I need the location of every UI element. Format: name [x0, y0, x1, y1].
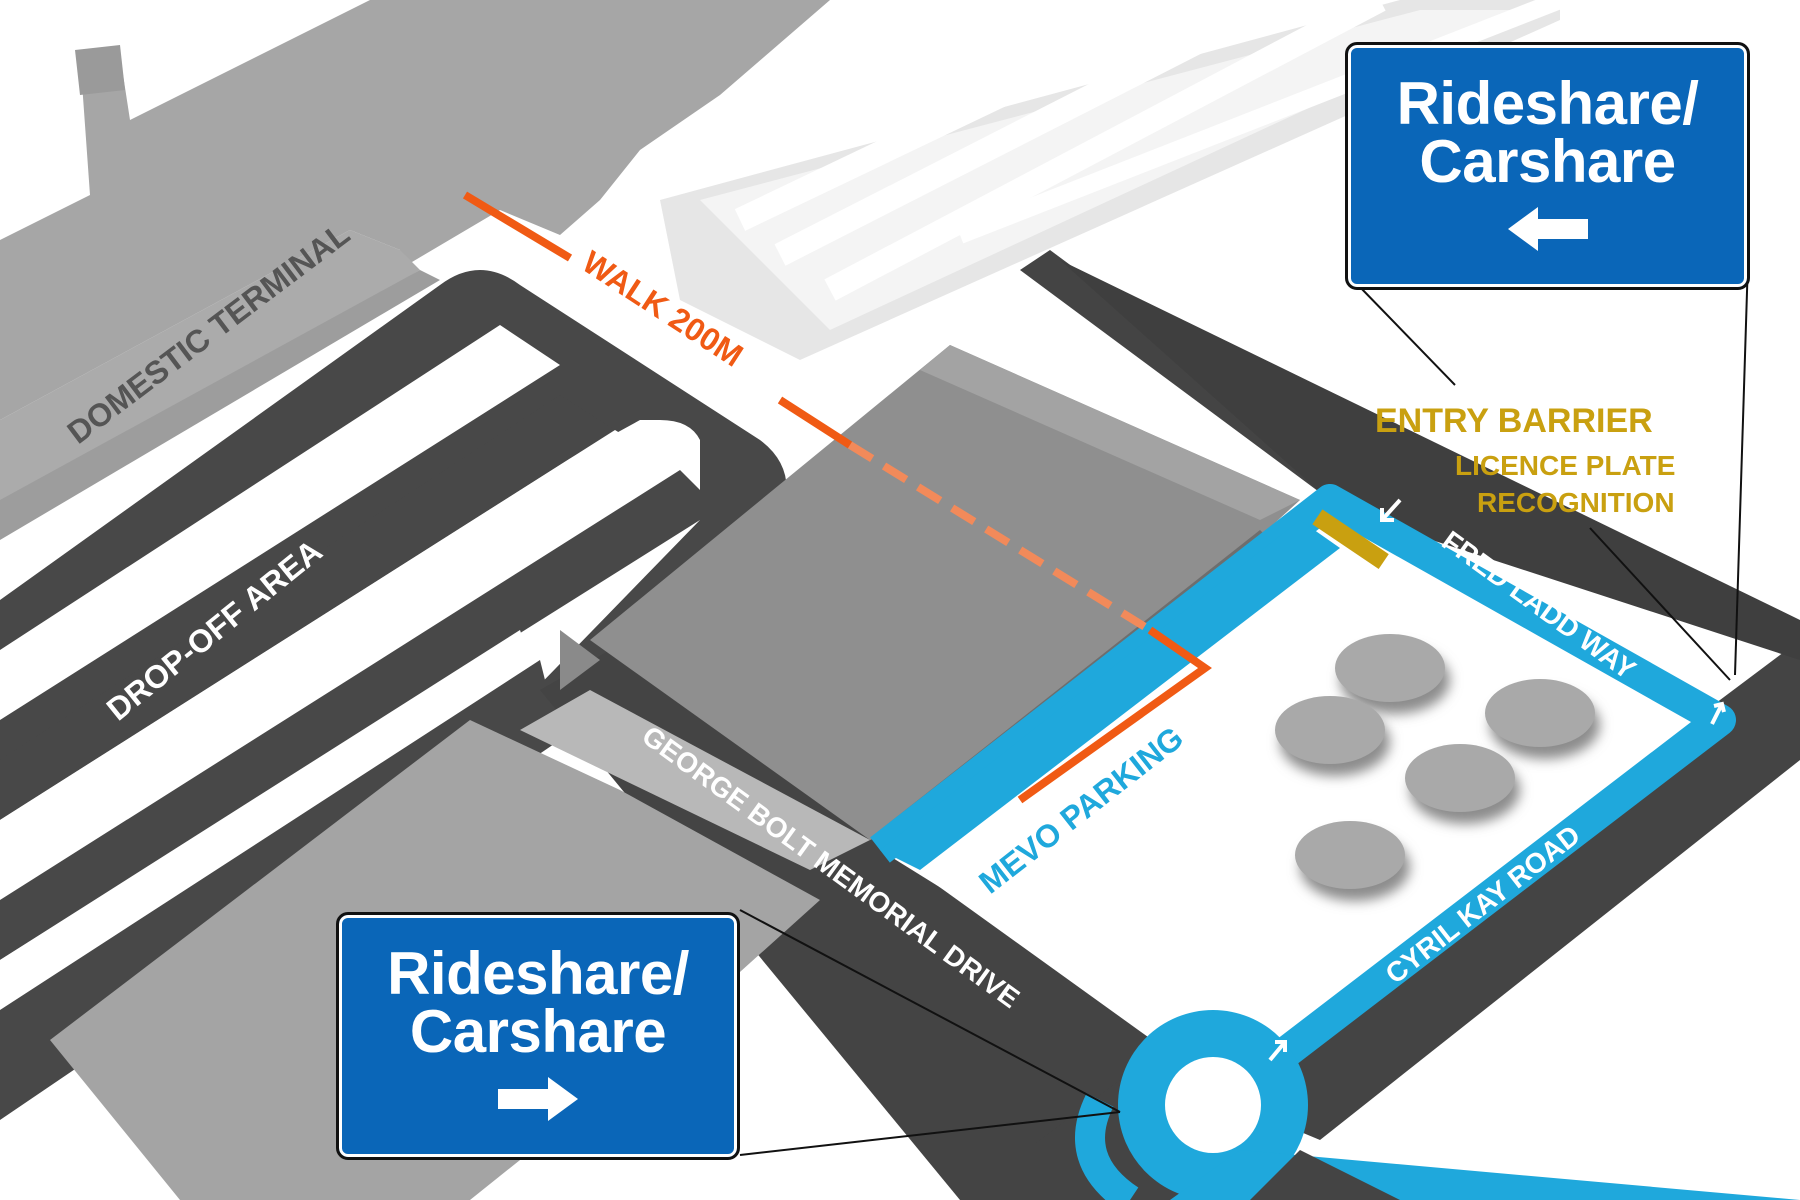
mevo-parking-lot [870, 484, 1736, 1093]
rideshare-sign-bottom: Rideshare/ Carshare [336, 912, 740, 1160]
licence-plate-label: LICENCE PLATE [1455, 450, 1675, 481]
roundabout [1075, 1010, 1800, 1200]
sign-line-2: Carshare [1419, 128, 1676, 195]
recognition-label: RECOGNITION [1477, 487, 1675, 518]
entry-barrier-label: ENTRY BARRIER [1375, 402, 1653, 440]
service-road-area [660, 0, 1564, 360]
walking-route [462, 191, 1212, 804]
trees [1275, 634, 1600, 901]
sign-line-1: Rideshare/ [1396, 70, 1699, 137]
sign-line-1: Rideshare/ [387, 940, 689, 1007]
right-arrow-icon [498, 1077, 578, 1121]
rideshare-sign-top: Rideshare/ Carshare [1345, 42, 1750, 290]
entry-barrier-marker [1312, 509, 1389, 570]
airport-approach-road [1020, 250, 1800, 660]
left-arrow-icon [1507, 207, 1588, 251]
sign-line-2: Carshare [409, 998, 667, 1065]
direction-arrow-icon [1268, 498, 1726, 1062]
airplane-icon [12, 111, 71, 163]
callout-lines [739, 259, 1749, 1156]
domestic-terminal-building [0, 0, 830, 540]
